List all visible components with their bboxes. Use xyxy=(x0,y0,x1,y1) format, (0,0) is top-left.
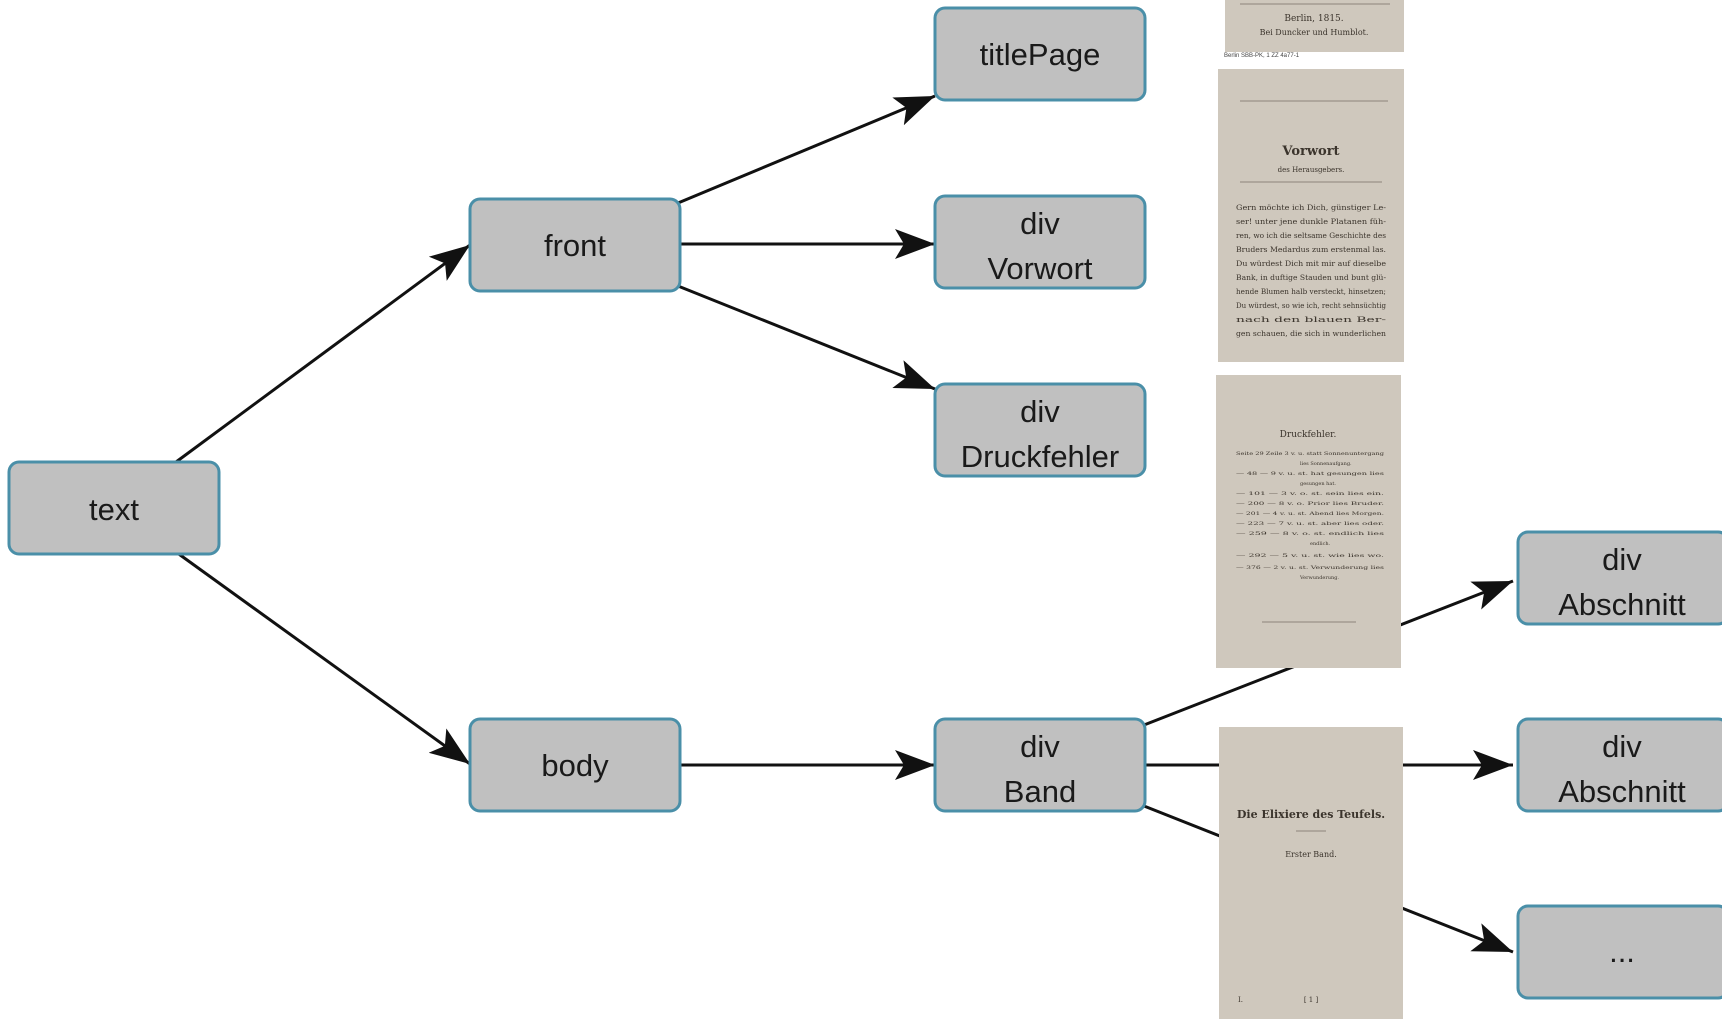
scan-vorwort-line: Gern möchte ich Dich, günstiger Le- xyxy=(1236,204,1387,212)
node-div-vorwort-line1: div xyxy=(1020,206,1060,241)
node-div-vorwort[interactable]: div Vorwort xyxy=(933,194,1147,290)
scan-druckfehler-line: — 259 — 8 v. o. st. endlich lies xyxy=(1236,531,1385,537)
node-div-band-line1: div xyxy=(1020,729,1060,764)
edge-text-body xyxy=(175,550,471,766)
scan-band-title-page: Die Elixiere des Teufels. Erster Band. I… xyxy=(1219,727,1403,1019)
scan-druckfehler-line: — 292 — 5 v. u. st. wie lies wo. xyxy=(1236,553,1385,559)
scan-vorwort-heading: Vorwort xyxy=(1281,144,1339,159)
node-front-label: front xyxy=(544,228,606,263)
scan-druckfehler-line: lies Sonnenaufgang. xyxy=(1300,461,1352,467)
node-div-druckfehler[interactable]: div Druckfehler xyxy=(933,382,1147,478)
node-div-abschnitt-2[interactable]: div Abschnitt xyxy=(1516,717,1722,813)
scan-title-line-1: Berlin, 1815. xyxy=(1284,14,1343,24)
scan-druckfehler-heading: Druckfehler. xyxy=(1280,430,1337,440)
node-div-abschnitt-2-line1: div xyxy=(1602,729,1642,764)
node-div-abschnitt-1[interactable]: div Abschnitt xyxy=(1516,530,1722,626)
node-div-vorwort-line2: Vorwort xyxy=(987,251,1092,286)
scan-vorwort-body: Gern möchte ich Dich, günstiger Le- ser!… xyxy=(1236,204,1387,338)
scan-druckfehler-page: Druckfehler. Seite 29 Zeile 3 v. u. stat… xyxy=(1216,375,1401,668)
scan-vorwort-line: Bank, in duftige Stauden und bunt glü- xyxy=(1236,274,1387,282)
edge-front-titlepage xyxy=(677,94,936,205)
scan-title-line-2: Bei Duncker und Humblot. xyxy=(1260,28,1369,37)
scan-band-foot-right: [ 1 ] xyxy=(1304,996,1319,1004)
node-front[interactable]: front xyxy=(468,197,682,293)
scan-vorwort-page: Vorwort des Herausgebers. Gern möchte ic… xyxy=(1218,69,1404,362)
node-div-band[interactable]: div Band xyxy=(933,717,1147,813)
node-div-abschnitt-1-line1: div xyxy=(1602,542,1642,577)
scan-druckfehler-line: — 376 — 2 v. u. st. Verwunderung lies xyxy=(1236,565,1385,571)
node-titlepage[interactable]: titlePage xyxy=(933,6,1147,102)
scan-title-caption: Berlin SBB-PK, 1 ZZ 4a77-1 xyxy=(1224,53,1300,59)
scan-druckfehler-line: Verwunderung. xyxy=(1299,575,1339,581)
scan-druckfehler-line: — 200 — 8 v. o. Prior lies Bruder. xyxy=(1236,501,1385,507)
node-more-label: ... xyxy=(1609,934,1635,969)
scan-druckfehler-line: — 101 — 3 v. o. st. sein lies ein. xyxy=(1236,491,1385,497)
edge-text-front xyxy=(175,243,471,464)
node-text[interactable]: text xyxy=(7,460,221,556)
node-text-label: text xyxy=(89,492,139,527)
scan-vorwort-line: nach den blauen Ber- xyxy=(1236,316,1387,324)
scan-band-subtitle: Erster Band. xyxy=(1285,850,1337,859)
node-div-abschnitt-1-line2: Abschnitt xyxy=(1558,587,1686,622)
node-body[interactable]: body xyxy=(468,717,682,813)
scan-druckfehler-line: — 201 — 4 v. u. st. Abend lies Morgen. xyxy=(1236,511,1385,517)
scan-title-page: Berlin, 1815. Bei Duncker und Humblot. B… xyxy=(1222,0,1404,59)
scan-vorwort-line: ren, wo ich die seltsame Geschichte des xyxy=(1236,232,1386,240)
scan-vorwort-line: hende Blumen halb versteckt, hinsetzen; xyxy=(1236,288,1386,296)
scan-druckfehler-line: Seite 29 Zeile 3 v. u. statt Sonnenunter… xyxy=(1236,451,1385,457)
scan-druckfehler-line: — 223 — 7 v. u. st. aber lies oder. xyxy=(1236,521,1385,527)
scan-vorwort-line: Du würdest, so wie ich, recht sehnsüchti… xyxy=(1236,302,1387,310)
scan-vorwort-subheading: des Herausgebers. xyxy=(1278,166,1345,174)
scan-vorwort-line: ser! unter jene dunkle Platanen füh- xyxy=(1236,218,1387,226)
scan-band-foot-left: I. xyxy=(1238,996,1243,1004)
scan-vorwort-line: gen schauen, die sich in wunderlichen xyxy=(1236,330,1387,338)
edge-front-druckfehler xyxy=(677,284,936,391)
scan-band-title: Die Elixiere des Teufels. xyxy=(1237,808,1385,821)
node-more[interactable]: ... xyxy=(1516,904,1722,1000)
scan-druckfehler-line: endlich. xyxy=(1310,541,1331,547)
scan-druckfehler-body: Seite 29 Zeile 3 v. u. statt Sonnenunter… xyxy=(1236,451,1385,581)
scan-druckfehler-line: gesungen hat. xyxy=(1300,481,1336,487)
node-div-abschnitt-2-line2: Abschnitt xyxy=(1558,774,1686,809)
scan-vorwort-line: Bruders Medardus zum erstenmal las. xyxy=(1236,246,1386,254)
node-titlepage-label: titlePage xyxy=(980,37,1101,72)
scan-druckfehler-line: — 48 — 9 v. u. st. hat gesungen lies xyxy=(1236,471,1385,477)
node-div-band-line2: Band xyxy=(1004,774,1076,809)
node-body-label: body xyxy=(541,748,609,783)
node-div-druckfehler-line1: div xyxy=(1020,394,1060,429)
scan-vorwort-line: Du würdest Dich mit mir auf dieselbe xyxy=(1236,260,1386,268)
node-div-druckfehler-line2: Druckfehler xyxy=(961,439,1120,474)
